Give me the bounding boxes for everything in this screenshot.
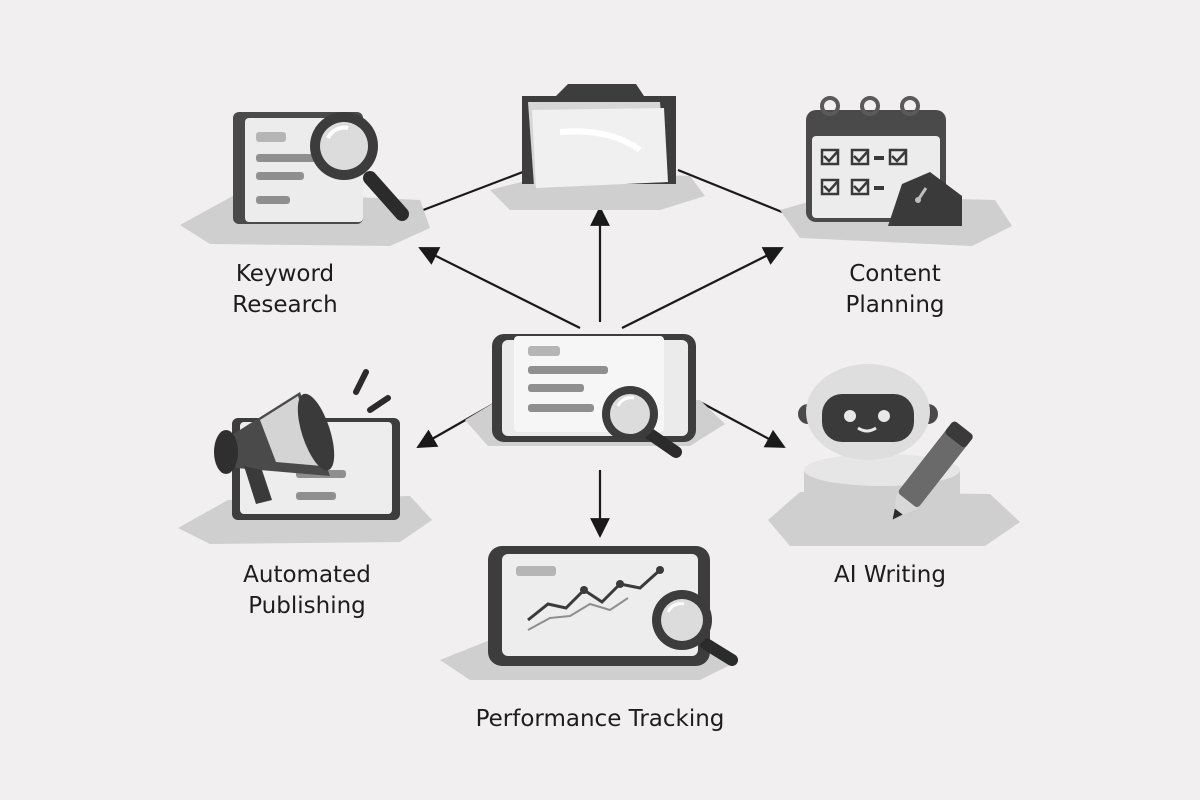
label-line: AI Writing bbox=[834, 562, 946, 588]
label-content-planning: Content Planning bbox=[815, 259, 975, 321]
folder-icon bbox=[522, 84, 676, 188]
label-line: Planning bbox=[845, 292, 945, 318]
node-performance-tracking bbox=[440, 546, 738, 680]
document-magnifier-icon bbox=[492, 334, 696, 458]
edge-hub-to-planning bbox=[677, 168, 783, 214]
megaphone-icon bbox=[214, 369, 400, 520]
chart-magnifier-icon bbox=[488, 546, 738, 666]
edge-center-to-content-planning bbox=[621, 247, 784, 329]
label-line: Research bbox=[232, 292, 338, 318]
node-content-planning bbox=[780, 96, 1012, 246]
node-center bbox=[465, 334, 725, 458]
label-line: Performance Tracking bbox=[475, 706, 725, 732]
edge-center-to-ai-writing bbox=[699, 401, 786, 448]
node-ai-writing bbox=[768, 364, 1020, 546]
label-ai-writing: AI Writing bbox=[810, 560, 970, 591]
label-line: Automated bbox=[243, 562, 371, 588]
label-automated-publishing: Automated Publishing bbox=[217, 560, 397, 622]
label-keyword-research: Keyword Research bbox=[205, 259, 365, 321]
edge-center-to-keyword-research bbox=[418, 247, 581, 329]
document-magnifier-icon bbox=[233, 112, 409, 224]
edge-keyword-to-hub bbox=[417, 168, 529, 214]
label-line: Publishing bbox=[248, 593, 366, 619]
label-line: Content bbox=[849, 261, 941, 287]
node-content-hub bbox=[490, 84, 705, 210]
robot-pencil-icon bbox=[798, 364, 973, 520]
label-performance-tracking: Performance Tracking bbox=[430, 704, 770, 735]
node-automated-publishing bbox=[178, 369, 432, 544]
label-line: Keyword bbox=[235, 261, 335, 287]
calendar-checklist-icon bbox=[806, 96, 962, 226]
node-keyword-research bbox=[180, 112, 430, 246]
